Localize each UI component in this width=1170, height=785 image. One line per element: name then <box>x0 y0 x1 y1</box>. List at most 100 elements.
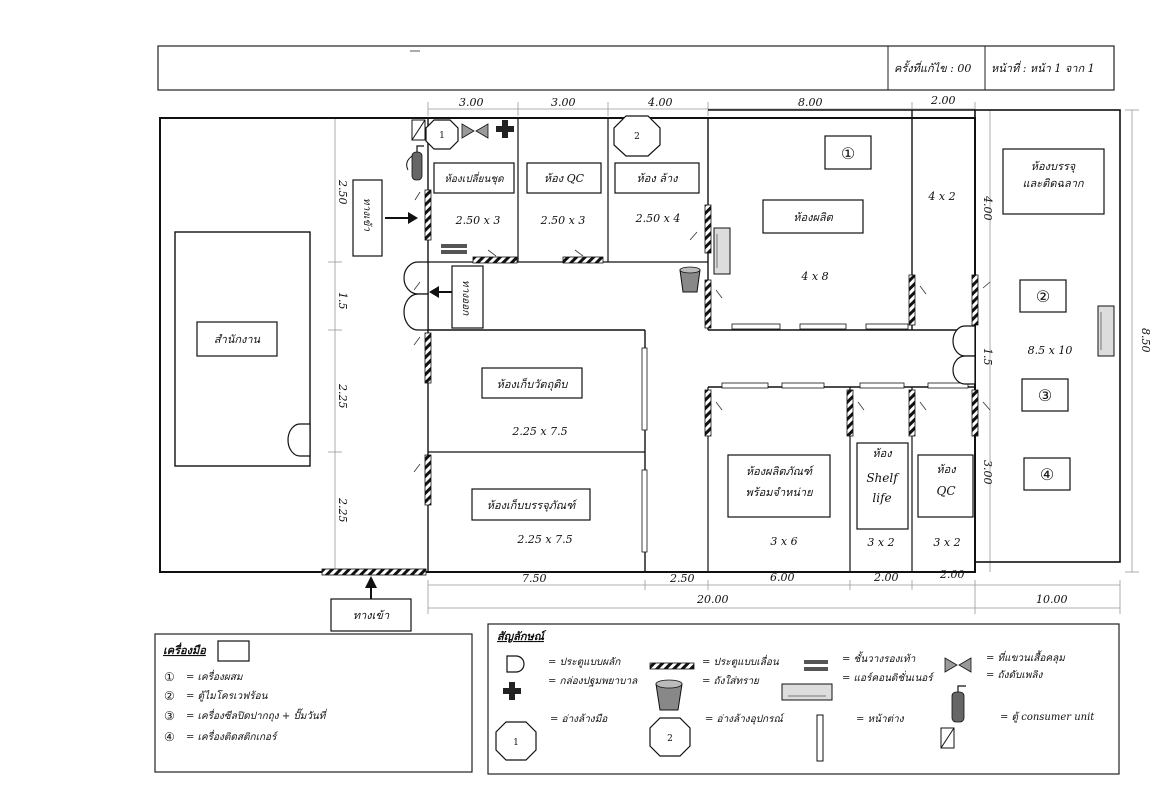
dim-right-inner-2: 1.5 <box>981 348 994 366</box>
room-packing-line1: ห้องบรรจุ <box>1031 160 1076 173</box>
room-changing: ห้องเปลี่ยนชุด <box>444 171 504 185</box>
swing-doors <box>287 261 976 457</box>
room-qc-bottom-line2: QC <box>936 484 955 498</box>
dim-bottom-total-right: 10.00 <box>1036 593 1068 606</box>
legend-air-conditioner <box>781 683 833 701</box>
sink-1-label: 1 <box>439 131 445 141</box>
marker-1: ① <box>841 144 855 163</box>
first-aid-symbol <box>496 120 514 138</box>
legend-shoe-rack-text: = ชั้นวางรองเท้า <box>842 651 916 665</box>
marker-2: ② <box>1036 287 1050 306</box>
dim-bottom-4: 2.00 <box>873 571 899 584</box>
direction-arrows <box>365 212 452 599</box>
dim-bottom-1: 7.50 <box>522 572 547 585</box>
room-washing-size: 2.50 x 4 <box>635 212 681 225</box>
door-entrance-in: ทางเข้า <box>361 198 373 231</box>
room-pack-storage-size: 2.25 x 7.5 <box>516 533 572 546</box>
legend-shoe-rack <box>804 660 828 671</box>
air-conditioner-symbol <box>713 227 731 275</box>
tools-item-3-text: = เครื่องซีลปิดปากถุง + ปั๊มวันที่ <box>186 708 327 722</box>
room-raw-storage: ห้องเก็บวัตถุดิบ <box>497 377 569 391</box>
walls <box>159 109 1121 573</box>
legend-sand-bucket-text: = ถังใส่ทราย <box>702 675 760 687</box>
legend-first-aid-text: = กล่องปฐมพยาบาล <box>548 676 638 687</box>
room-pack-storage: ห้องเก็บบรรจุภัณฑ์ <box>487 498 578 512</box>
tools-item-2-num: ② <box>164 689 175 703</box>
dim-top-4: 8.00 <box>798 96 823 109</box>
tools-item-2-text: = ตู้ไมโครเวฟร้อน <box>186 690 269 702</box>
room-qc-bottom-line1: ห้อง <box>936 463 957 476</box>
dim-left-4: 2.25 <box>336 497 349 523</box>
room-changing-size: 2.50 x 3 <box>455 214 501 227</box>
legend-window <box>816 714 824 762</box>
tools-legend-title: เครื่องมือ <box>163 642 207 657</box>
door-main-entrance: ทางเข้า <box>353 609 390 622</box>
dim-right-outer: 8.50 <box>1139 328 1152 353</box>
room-shelf-size: 3 x 2 <box>867 536 894 549</box>
dim-bottom-total-left: 20.00 <box>696 593 729 606</box>
marker-3: ③ <box>1038 386 1052 405</box>
legend-first-aid <box>503 682 521 700</box>
windows <box>641 323 969 553</box>
legend-gown-hanger <box>944 657 972 673</box>
dimension-lines <box>328 102 1139 614</box>
tools-item-4-text: = เครื่องติดสติกเกอร์ <box>186 729 278 743</box>
legend-sliding-door-text: = ประตูแบบเลื่อน <box>702 654 780 668</box>
legend-hand-sink <box>495 721 537 761</box>
sand-bucket-symbol <box>679 266 701 293</box>
dim-right-inner-1: 4.00 <box>981 195 994 221</box>
dim-bottom-5: 2.00 <box>939 568 965 581</box>
dim-bottom-2: 2.50 <box>669 572 695 585</box>
hand-sink-1-symbol <box>425 119 459 150</box>
sink-2-label: 2 <box>634 132 640 142</box>
legend-fire-extinguisher <box>951 685 966 723</box>
dim-bottom-3: 6.00 <box>770 571 795 584</box>
legend-sliding-door <box>649 662 695 670</box>
room-qc-bottom-size: 3 x 2 <box>933 536 960 549</box>
legend-equip-sink <box>649 717 691 757</box>
room-product-line1: ห้องผลิตภัณฑ์ <box>746 465 815 478</box>
symbols-legend-title: สัญลักษณ์ <box>497 630 547 643</box>
header-box <box>157 45 1115 91</box>
room-label-boxes <box>196 135 1105 632</box>
shoe-rack-symbol <box>441 244 467 254</box>
room-small-size: 4 x 2 <box>927 190 955 203</box>
equip-sink-2-symbol <box>613 115 661 157</box>
legend-sink-1-label: 1 <box>513 738 519 748</box>
legend-consumer-unit-text: = ตู้ consumer unit <box>1000 711 1095 723</box>
legend-window-text: = หน้าต่าง <box>856 713 905 725</box>
room-shelf-line1: ห้อง <box>872 447 893 460</box>
legend-hand-sink-text: = อ่างล้างมือ <box>550 713 608 725</box>
legend-extinguisher-text: = ถังดับเพลิง <box>986 669 1043 681</box>
dim-left-1: 2.50 <box>336 179 349 205</box>
room-washing: ห้อง ล้าง <box>636 172 679 185</box>
room-shelf-line2: Shelf <box>866 471 900 485</box>
dim-top-5: 2.00 <box>930 94 956 107</box>
room-production: ห้องผลิต <box>793 211 833 224</box>
legend-swing-door-text: = ประตูแบบผลัก <box>548 657 621 668</box>
room-shelf-line3: life <box>872 491 891 505</box>
tools-item-1-text: = เครื่องผสม <box>186 669 244 683</box>
door-swing-marks <box>413 191 991 473</box>
room-production-size: 4 x 8 <box>800 270 828 283</box>
legend-consumer-unit <box>940 727 955 749</box>
room-raw-storage-size: 2.25 x 7.5 <box>511 425 567 438</box>
room-qc-top: ห้อง QC <box>544 172 585 185</box>
room-qc-top-size: 2.50 x 3 <box>540 214 586 227</box>
dim-left-2: 1.5 <box>336 292 349 310</box>
dim-top-3: 4.00 <box>647 96 673 109</box>
marker-4: ④ <box>1040 465 1054 484</box>
legend-sink-2-label: 2 <box>667 734 673 744</box>
tools-item-1-num: ① <box>164 670 175 684</box>
door-exit: ทางออก <box>460 280 471 316</box>
room-packing-size: 8.5 x 10 <box>1028 344 1073 357</box>
text-layer: ครั้งที่แก้ไข : 00 หน้าที่ : หน้า 1 จาก … <box>163 60 1152 748</box>
revision-label: ครั้งที่แก้ไข : 00 <box>894 60 971 75</box>
room-packing-line2: และติดฉลาก <box>1022 177 1084 190</box>
room-office: สำนักงาน <box>214 333 261 346</box>
dim-right-inner-3: 3.00 <box>981 460 994 485</box>
dim-top-1: 3.00 <box>459 96 484 109</box>
legend-gown-hanger-text: = ที่แขวนเสื้อคลุม <box>986 650 1066 664</box>
room-product-size: 3 x 6 <box>770 535 797 548</box>
